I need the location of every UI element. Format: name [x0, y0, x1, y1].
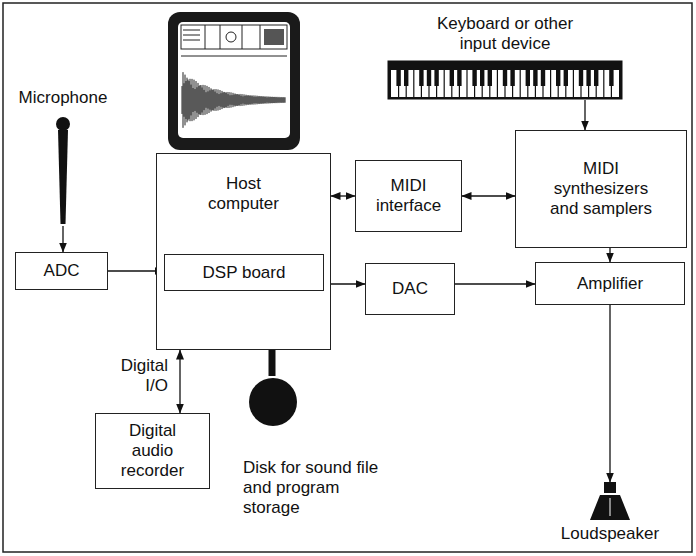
mic-icon	[53, 116, 73, 226]
connector	[609, 248, 610, 262]
connector	[462, 195, 515, 196]
recorder-box: Digital audio recorder	[95, 413, 210, 489]
node-label: Amplifier	[577, 274, 643, 294]
synth-box: MIDI synthesizers and samplers	[515, 130, 687, 248]
adc-box: ADC	[15, 252, 108, 290]
speaker-icon	[588, 482, 632, 522]
amplifier-box: Amplifier	[535, 262, 685, 305]
disk-icon	[247, 376, 299, 428]
loudspeaker: Loudspeaker	[555, 482, 665, 544]
node-label: Keyboard or other input device	[425, 14, 585, 54]
connector	[179, 350, 180, 413]
connector	[609, 305, 610, 482]
node-label: Microphone	[19, 88, 108, 108]
node-label: MIDI synthesizers and samplers	[541, 159, 661, 219]
node-label: Disk for sound file and program storage	[243, 458, 391, 518]
connector	[269, 350, 276, 376]
node-label: Host computer	[189, 174, 299, 214]
dac-box: DAC	[365, 263, 455, 315]
border	[3, 3, 692, 552]
edge-label: Digital I/O	[108, 356, 170, 396]
node-label: MIDI interface	[356, 176, 461, 216]
node-label: DAC	[392, 279, 428, 299]
node-label: ADC	[44, 261, 80, 281]
dsp-board-box: DSP board	[164, 254, 324, 291]
microphone: Microphone	[8, 88, 118, 226]
connector	[331, 195, 355, 196]
node-label: Digital audio recorder	[113, 421, 193, 481]
host-computer-box: Host computerDSP board	[156, 153, 331, 350]
keyboard-icon	[387, 60, 623, 100]
input-device: Keyboard or other input device	[385, 14, 625, 100]
node-label: DSP board	[203, 263, 286, 283]
disk-storage: Disk for sound file and program storage	[243, 376, 393, 518]
connector	[455, 283, 535, 284]
connector	[62, 226, 63, 252]
node-label: Loudspeaker	[561, 524, 659, 544]
midi-interface-box: MIDI interface	[355, 160, 462, 232]
connector	[584, 100, 585, 130]
monitor-illustration	[168, 12, 300, 150]
